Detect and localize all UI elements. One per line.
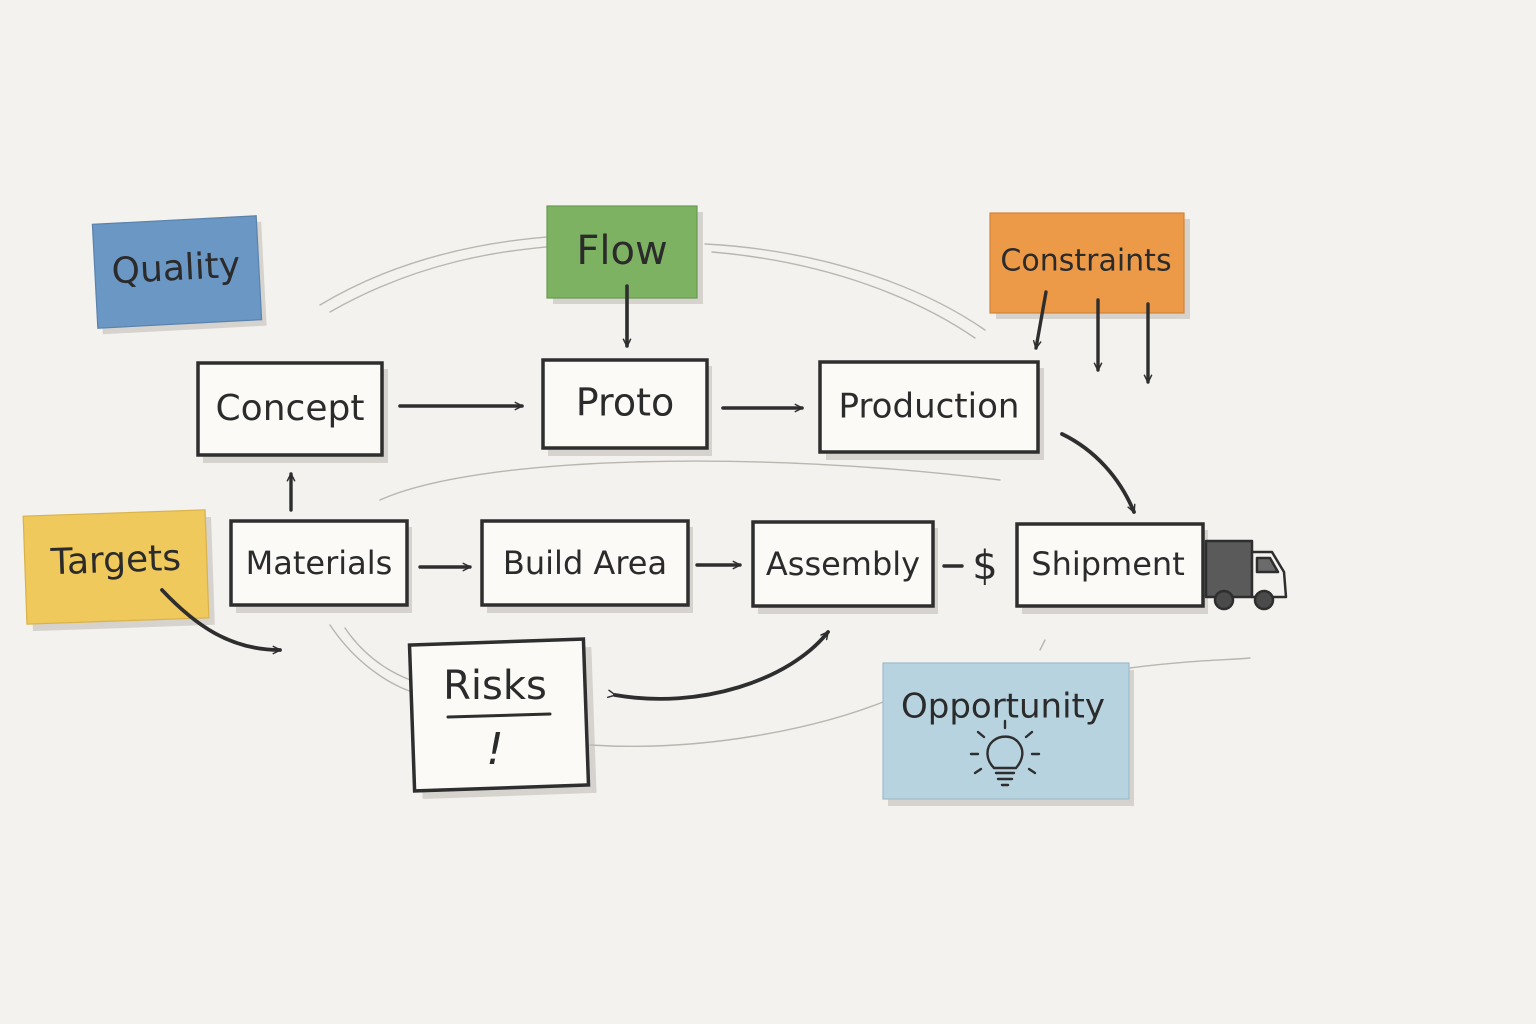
box-concept: Concept xyxy=(196,361,388,463)
arrow-constraints-1 xyxy=(1032,290,1048,350)
dollar-symbol: $ xyxy=(972,543,997,589)
background-sketch-lines xyxy=(319,235,1251,747)
box-risks-label: Risks xyxy=(443,663,547,709)
box-proto: Proto xyxy=(541,358,712,456)
box-assembly: Assembly xyxy=(751,520,938,614)
box-risks: Risks ! xyxy=(407,637,597,799)
sticky-note-opportunity: Opportunity xyxy=(882,662,1134,806)
arrow-targets-to-materials xyxy=(160,588,282,655)
box-production: Production xyxy=(818,360,1044,460)
sticky-note-targets: Targets xyxy=(22,509,215,632)
sticky-note-quality-label: Quality xyxy=(111,245,242,293)
sticky-note-flow-label: Flow xyxy=(576,228,667,274)
box-assembly-label: Assembly xyxy=(766,545,920,583)
sticky-note-constraints-label: Constraints xyxy=(1000,244,1171,279)
box-shipment-label: Shipment xyxy=(1031,545,1184,583)
truck-icon xyxy=(1204,539,1288,611)
box-proto-label: Proto xyxy=(576,381,674,425)
box-production-label: Production xyxy=(839,387,1020,427)
box-risks-mark: ! xyxy=(486,724,504,775)
arrow-risks-assembly-bidirectional xyxy=(607,630,830,701)
sticky-note-quality: Quality xyxy=(91,215,267,335)
arrow-production-to-shipment xyxy=(1060,432,1136,514)
box-shipment: Shipment xyxy=(1015,522,1208,614)
box-materials: Materials xyxy=(229,519,412,613)
sticky-note-flow: Flow xyxy=(546,205,703,304)
box-build-area: Build Area xyxy=(480,519,693,613)
sticky-note-constraints: Constraints xyxy=(989,212,1190,319)
box-build-area-label: Build Area xyxy=(503,544,667,582)
sticky-note-opportunity-label: Opportunity xyxy=(901,687,1105,727)
box-materials-label: Materials xyxy=(246,544,393,582)
lightbulb-icon xyxy=(969,719,1041,787)
box-concept-label: Concept xyxy=(216,388,365,429)
arrows xyxy=(160,284,1153,701)
sticky-note-targets-label: Targets xyxy=(49,538,181,584)
risks-underline xyxy=(446,712,552,719)
